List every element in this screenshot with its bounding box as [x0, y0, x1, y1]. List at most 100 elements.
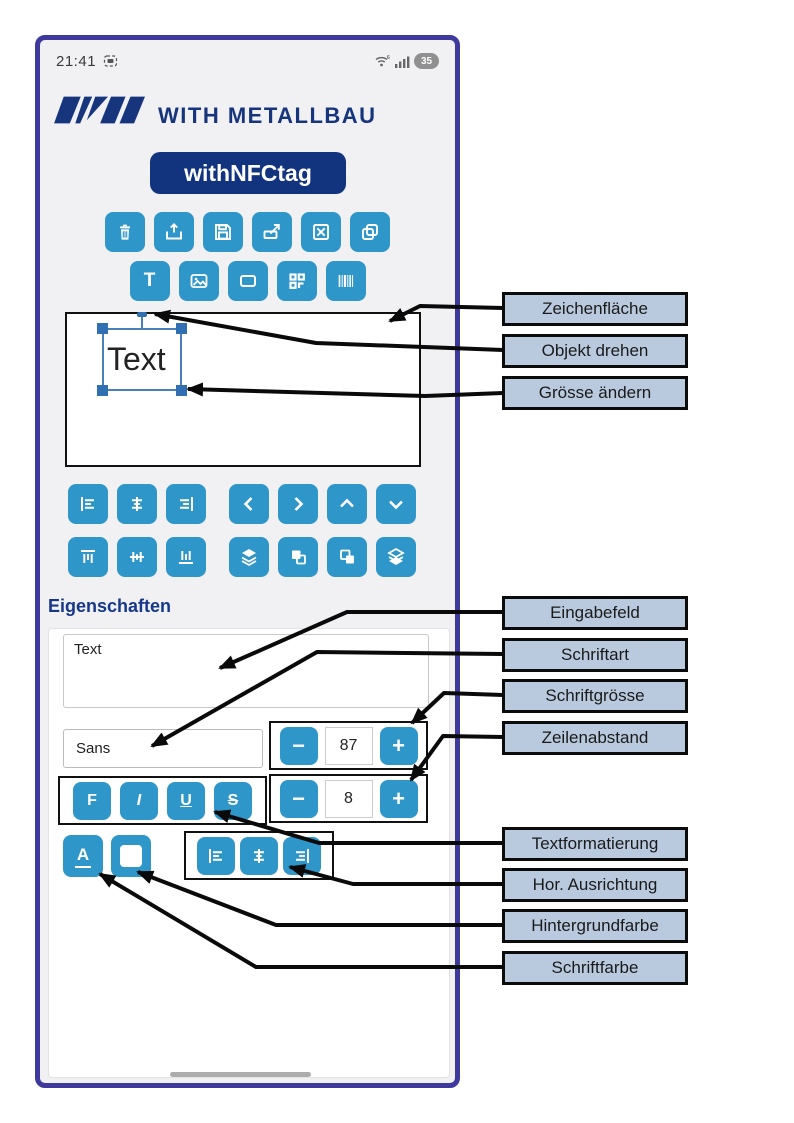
annotation-schriftart: Schriftart: [502, 638, 688, 672]
wifi-6-icon: 6: [375, 55, 390, 67]
text-format-group: F I U S: [58, 776, 267, 825]
align-right-icon: [296, 848, 309, 863]
align-top-button[interactable]: [68, 537, 108, 577]
layer-group: [229, 537, 416, 577]
trash-icon: [120, 224, 130, 240]
align-right-button[interactable]: [166, 484, 206, 524]
send-backward-button[interactable]: [376, 537, 416, 577]
chevron-left-icon: [243, 497, 253, 511]
underline-button[interactable]: U: [167, 781, 205, 820]
copy-icon: [362, 224, 378, 240]
text-content-field[interactable]: Text: [63, 634, 429, 708]
font-size-stepper: − 87 +: [269, 721, 428, 770]
align-middle-vertical-button[interactable]: [117, 537, 157, 577]
annotation-textformatierung: Textformatierung: [502, 827, 688, 861]
battery-indicator: 35: [414, 53, 439, 69]
app-name-button[interactable]: withNFCtag: [150, 152, 346, 194]
align-middle-vertical-icon: [130, 552, 144, 562]
properties-panel: Text − 87 + F I U S − 8 + A: [48, 628, 450, 1078]
align-left-icon: [81, 497, 94, 511]
canvas-text: Text: [107, 341, 166, 377]
brand-name: WITH METALLBAU: [158, 103, 377, 128]
text-align-left-button[interactable]: [197, 836, 235, 875]
annotation-schriftgroesse: Schriftgrösse: [502, 679, 688, 713]
align-top-icon: [81, 550, 95, 563]
annotation-objekt-drehen: Objekt drehen: [502, 334, 688, 368]
svg-text:6: 6: [387, 55, 390, 61]
align-horizontal-group: [68, 484, 206, 524]
align-center-horizontal-icon: [132, 497, 142, 511]
add-qrcode-button[interactable]: [276, 261, 317, 301]
align-left-button[interactable]: [68, 484, 108, 524]
annotation-hintergrundfarbe: Hintergrundfarbe: [502, 909, 688, 943]
resize-handle-bottom-left[interactable]: [97, 385, 108, 396]
move-right-button[interactable]: [278, 484, 318, 524]
add-barcode-button[interactable]: [325, 261, 366, 301]
send-to-back-button[interactable]: [327, 537, 367, 577]
align-center-horizontal-icon: [254, 848, 264, 863]
background-color-swatch: [120, 845, 142, 867]
text-align-group: [184, 831, 334, 880]
annotation-hor-ausrichtung: Hor. Ausrichtung: [502, 868, 688, 902]
app-name-label: withNFCtag: [184, 159, 312, 186]
move-up-button[interactable]: [327, 484, 367, 524]
layers-down-icon: [387, 547, 405, 565]
resize-handle-top-right[interactable]: [176, 323, 187, 334]
open-button[interactable]: [154, 212, 194, 252]
drawing-canvas[interactable]: Text: [65, 312, 421, 467]
rectangle-icon: [239, 275, 256, 287]
annotation-zeilenabstand: Zeilenabstand: [502, 721, 688, 755]
annotation-zeichenflaeche: Zeichenfläche: [502, 292, 688, 326]
signal-strength-icon: [395, 56, 410, 68]
line-spacing-stepper: − 8 +: [269, 774, 428, 823]
italic-button[interactable]: I: [120, 781, 158, 820]
add-shape-button[interactable]: [227, 261, 268, 301]
line-spacing-plus-button[interactable]: +: [379, 779, 418, 818]
strikethrough-button[interactable]: S: [214, 781, 252, 820]
bring-to-front-button[interactable]: [278, 537, 318, 577]
line-spacing-value[interactable]: 8: [324, 779, 373, 818]
align-bottom-button[interactable]: [166, 537, 206, 577]
line-spacing-minus-button[interactable]: −: [279, 779, 318, 818]
add-image-button[interactable]: [178, 261, 219, 301]
phone-screenshot: 21:41 6 35 WITH METALLBAU withNFCtag: [35, 35, 460, 1088]
rotate-handle[interactable]: [137, 312, 147, 317]
resize-handle-bottom-right[interactable]: [176, 385, 187, 396]
duplicate-button[interactable]: [350, 212, 390, 252]
wm-logo: [54, 96, 145, 124]
font-color-button[interactable]: A: [63, 835, 103, 877]
selected-text-object[interactable]: Text: [97, 312, 187, 396]
export-button[interactable]: [252, 212, 292, 252]
align-center-horizontal-button[interactable]: [117, 484, 157, 524]
text-align-right-button[interactable]: [283, 836, 321, 875]
chevron-down-icon: [389, 500, 403, 510]
screen-cast-icon: [103, 54, 118, 68]
background-color-button[interactable]: [111, 835, 151, 877]
save-button[interactable]: [203, 212, 243, 252]
home-indicator[interactable]: [170, 1072, 311, 1077]
bold-button[interactable]: F: [73, 781, 111, 820]
delete-button[interactable]: [105, 212, 145, 252]
font-color-icon: A: [74, 845, 92, 868]
upload-tray-icon: [166, 223, 182, 240]
chevron-up-icon: [340, 498, 354, 508]
font-family-field[interactable]: [63, 729, 263, 768]
font-size-plus-button[interactable]: +: [379, 726, 418, 765]
font-size-value[interactable]: 87: [324, 726, 373, 765]
resize-handle-top-left[interactable]: [97, 323, 108, 334]
annotation-groesse-aendern: Grösse ändern: [502, 376, 688, 410]
annotation-schriftfarbe: Schriftfarbe: [502, 951, 688, 985]
add-text-button[interactable]: T: [129, 261, 170, 301]
clear-button[interactable]: [301, 212, 341, 252]
align-bottom-icon: [179, 551, 193, 564]
text-tool-icon: T: [143, 270, 156, 291]
status-bar: 21:41 6 35: [40, 50, 455, 72]
move-left-button[interactable]: [229, 484, 269, 524]
font-size-minus-button[interactable]: −: [279, 726, 318, 765]
rotate-stem: [141, 316, 143, 330]
move-down-button[interactable]: [376, 484, 416, 524]
text-align-center-button[interactable]: [240, 836, 278, 875]
barcode-icon: [338, 275, 353, 287]
bring-forward-button[interactable]: [229, 537, 269, 577]
brand-header: WITH METALLBAU: [48, 82, 448, 134]
